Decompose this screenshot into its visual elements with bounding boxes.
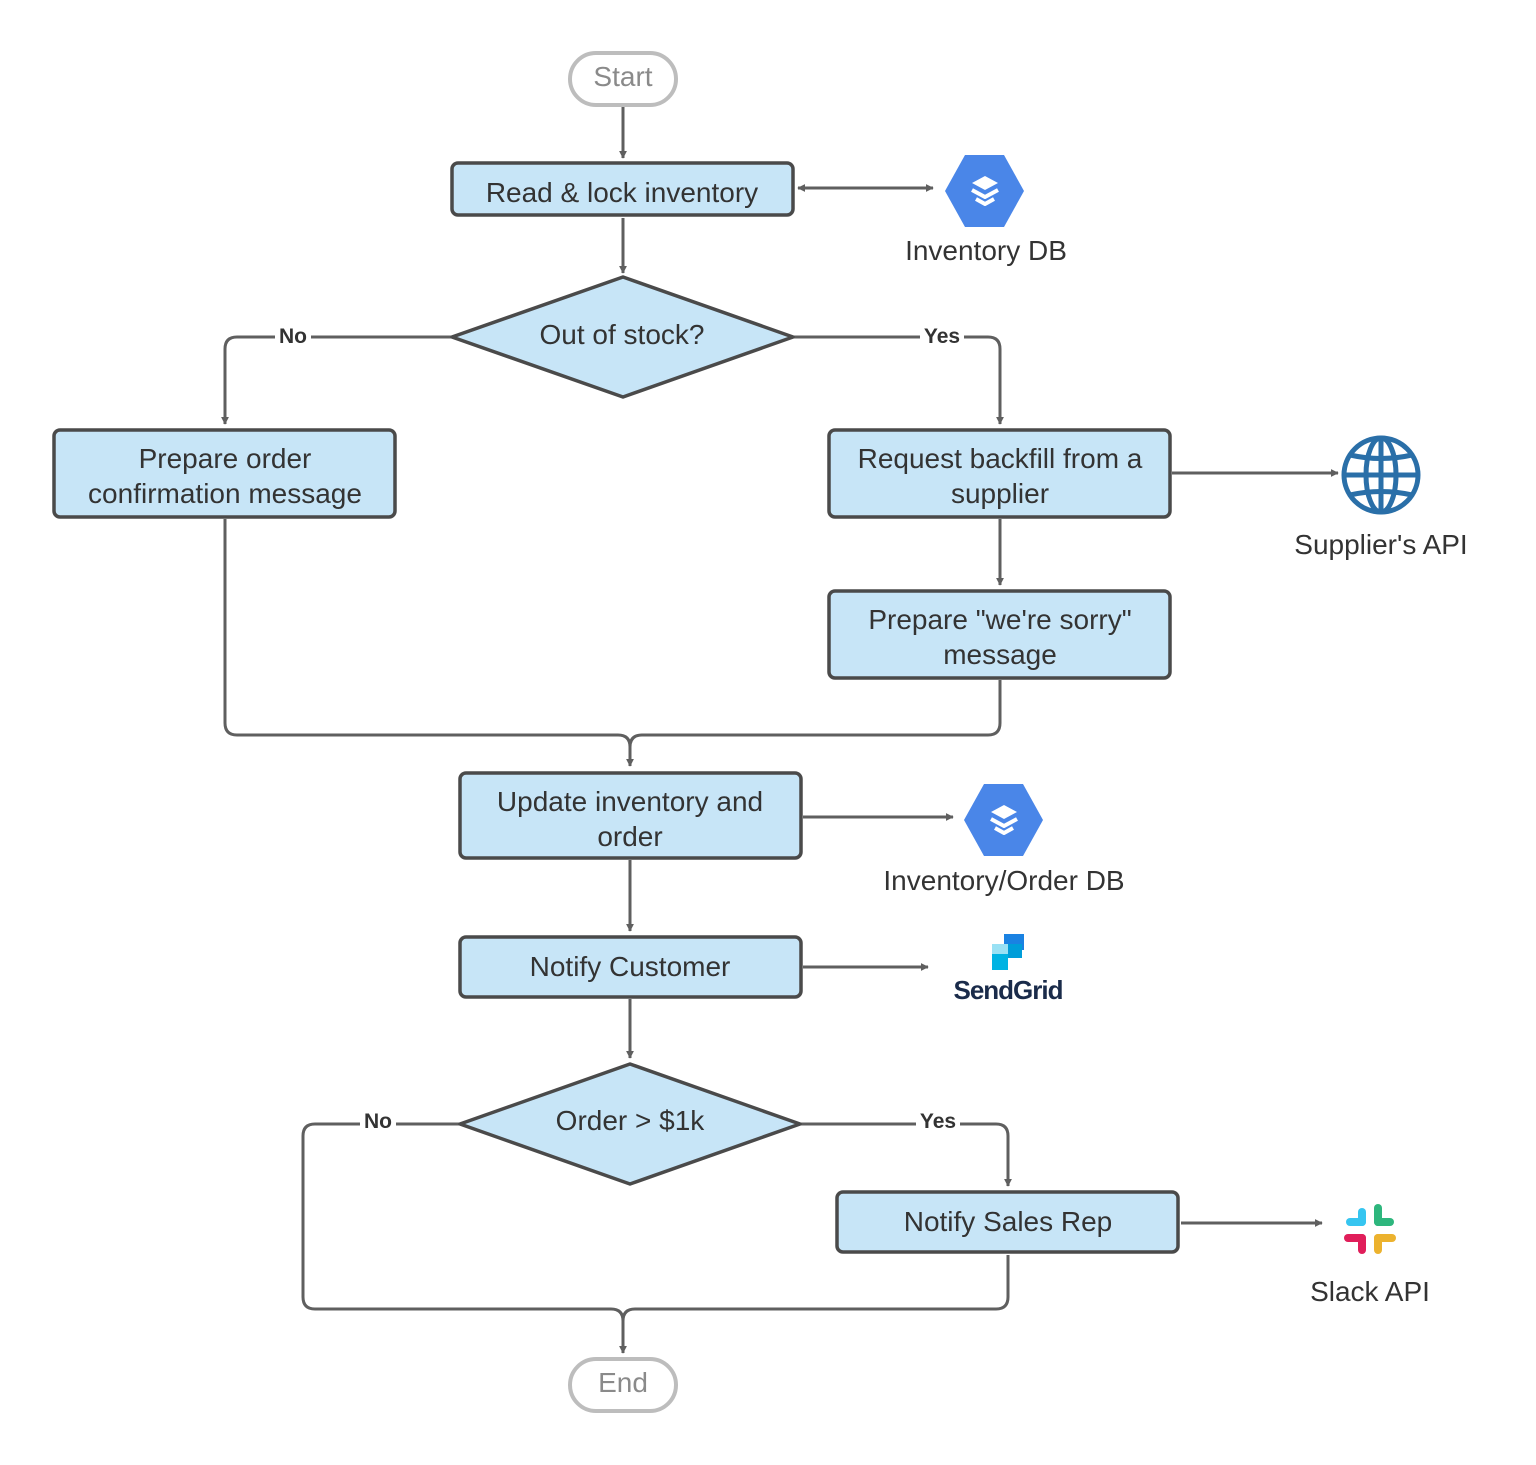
notify-sales-rep-label: Notify Sales Rep [904,1206,1113,1237]
end-node: End [568,1357,678,1413]
request-backfill-box: Request backfill from a supplier [827,428,1172,519]
notify-sales-rep-box: Notify Sales Rep [835,1190,1180,1254]
edge-label-stock-no: No [279,325,307,348]
prepare-confirmation-box: Prepare order confirmation message [52,428,397,519]
edge-label-order-no: No [364,1110,392,1133]
start-node: Start [568,51,678,107]
prepare-sorry-box: Prepare "we're sorry" message [827,589,1172,680]
globe-icon [1341,435,1421,515]
sendgrid-service: SendGrid [953,934,1064,1005]
slack-logo [1344,1204,1396,1254]
inventory-db-label: Inventory DB [905,235,1067,266]
order-gt-1k-decision: Order > $1k [458,1062,802,1186]
edge-stock-yes [793,335,1004,425]
start-label: Start [593,61,652,92]
read-lock-inventory-label: Read & lock inventory [486,177,758,208]
update-inventory-box: Update inventory and order [458,771,803,860]
read-lock-inventory-box: Read & lock inventory [450,161,795,217]
prepare-confirmation-line2: confirmation message [88,478,362,509]
notify-customer-label: Notify Customer [530,951,731,982]
out-of-stock-label: Out of stock? [540,319,705,350]
order-gt-1k-label: Order > $1k [556,1105,706,1136]
inventory-order-db-service: Inventory/Order DB [883,784,1125,896]
edge-confirmation-merge [223,519,632,748]
slack-api-service: Slack API [1310,1204,1430,1307]
end-label: End [598,1367,648,1398]
edge-order-no [301,1122,625,1322]
out-of-stock-decision: Out of stock? [450,275,795,399]
edge-label-order-yes: Yes [920,1110,956,1133]
notify-customer-box: Notify Customer [458,935,803,999]
edge-order-yes [800,1122,1012,1187]
connectors [221,106,1339,1354]
inventory-db-service: Inventory DB [905,155,1067,266]
slack-api-label: Slack API [1310,1276,1430,1307]
prepare-confirmation-line1: Prepare order [139,443,312,474]
request-backfill-line2: supplier [951,478,1049,509]
update-inventory-line1: Update inventory and [497,786,763,817]
prepare-sorry-line2: message [943,639,1057,670]
edge-label-stock-yes: Yes [924,325,960,348]
edge-salesrep-to-end [619,1255,1010,1354]
edge-stock-no [221,335,452,425]
edge-labels: No Yes No Yes [275,323,964,1136]
supplier-api-label: Supplier's API [1294,529,1467,560]
sendgrid-brand: SendGrid [953,975,1062,1005]
inventory-order-db-label: Inventory/Order DB [883,865,1124,896]
update-inventory-line2: order [597,821,662,852]
cloud-datastore-icon [945,155,1024,227]
cloud-datastore-icon [964,784,1043,856]
prepare-sorry-line1: Prepare "we're sorry" [868,604,1131,635]
request-backfill-line1: Request backfill from a [858,443,1143,474]
edge-sorry-merge [626,680,1002,767]
sendgrid-logo [992,934,1024,970]
supplier-api-service: Supplier's API [1294,435,1468,560]
